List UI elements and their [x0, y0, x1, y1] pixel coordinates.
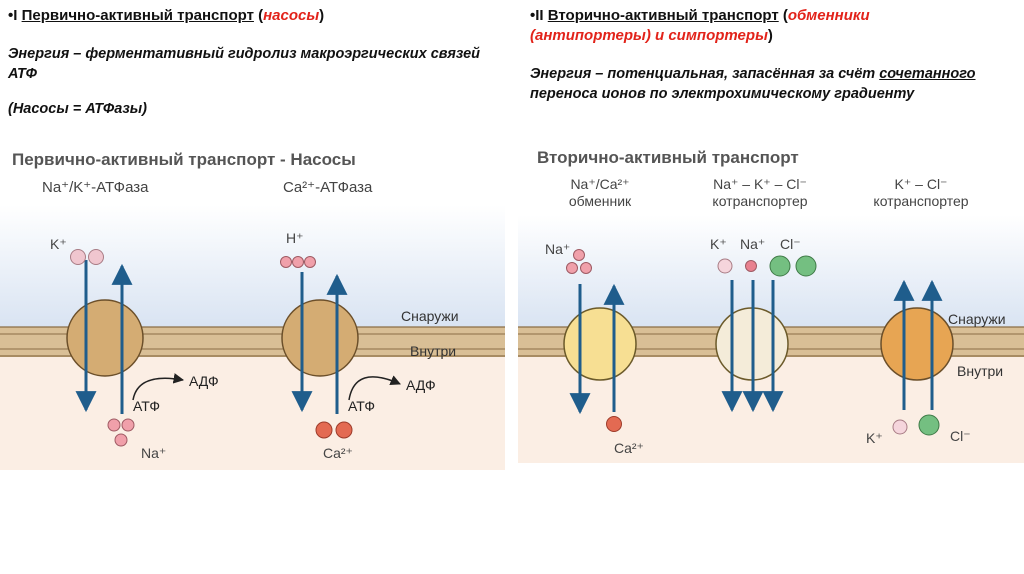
k-ion-dot	[70, 249, 86, 265]
left-bullet: •I	[8, 7, 22, 24]
atp-label-1: АТФ	[133, 398, 160, 414]
left-heading-text: Первично-активный транспорт	[21, 7, 254, 24]
k-ion-label-top: K⁺	[710, 236, 727, 252]
na-ion-label-top: Na⁺	[740, 236, 766, 252]
inside-label-left: Внутри	[410, 343, 457, 359]
cotransporter2-label-name: котранспортер	[873, 193, 969, 209]
k-ion-dot	[88, 249, 104, 265]
atp-adp-arrow-2	[348, 375, 401, 401]
h-ion-dot	[304, 256, 316, 268]
left-energy-text: Энергия – ферментативный гидролиз макроэ…	[8, 46, 481, 82]
right-energy-text: Энергия – потенциальная, запасённая за с…	[530, 64, 1000, 104]
inside-label-right: Внутри	[957, 363, 1004, 379]
k-ion-label-bottom: K⁺	[866, 430, 883, 446]
cotransporter2-label: K⁺ – Cl⁻ котранспортер	[856, 176, 986, 210]
k-ion-dot	[717, 258, 733, 274]
ca-ion-dot	[315, 421, 333, 439]
pump1-label: Na⁺/K⁺-АТФаза	[42, 179, 149, 196]
right-energy-end: переноса ионов по электрохимическому гра…	[530, 86, 915, 102]
na-ion-dot	[107, 418, 121, 432]
k-cl-cotransporter	[880, 307, 954, 381]
cl-ion-dot	[795, 255, 817, 277]
right-energy-underlined: сочетанного	[879, 66, 976, 82]
ca-atpase-pump	[281, 299, 359, 377]
right-bullet: •II	[530, 7, 548, 24]
cl-ion-dot	[918, 414, 940, 436]
k-ion-label: K⁺	[50, 236, 67, 252]
cl-ion-label-bottom: Cl⁻	[950, 428, 971, 444]
h-ion-dot	[280, 256, 292, 268]
exchanger-label: Na⁺/Ca²⁺ обменник	[545, 176, 655, 210]
ca-ion-label: Ca²⁺	[323, 445, 353, 461]
ca-ion-label-right: Ca²⁺	[614, 440, 644, 456]
na-ion-dot	[566, 262, 578, 274]
adp-label-2: АДФ	[406, 377, 436, 393]
outside-label-right: Снаружи	[948, 311, 1006, 327]
pump2-label: Ca²⁺-АТФаза	[283, 179, 373, 196]
na-k-atpase-pump	[66, 299, 144, 377]
exchanger-label-ions: Na⁺/Ca²⁺	[570, 176, 630, 192]
ca-ion-dot	[335, 421, 353, 439]
na-ca-exchanger	[563, 307, 637, 381]
cotransporter1-label: Na⁺ – K⁺ – Cl⁻ котранспортер	[690, 176, 830, 210]
left-figure-title: Первично-активный транспорт - Насосы	[12, 150, 356, 169]
right-heading-red: обменники (антипортеры) и симпортеры	[530, 7, 870, 44]
atp-adp-arrow-1	[132, 373, 185, 401]
na-ion-dot	[121, 418, 135, 432]
cl-ion-label-top: Cl⁻	[780, 236, 801, 252]
cotransporter1-label-name: котранспортер	[712, 193, 808, 209]
right-figure-title: Вторично-активный транспорт	[537, 148, 799, 167]
right-heading: •II Вторично-активный транспорт (обменни…	[530, 7, 870, 44]
na-ion-label: Na⁺	[141, 445, 167, 461]
left-pumps-note: (Насосы = АТФазы)	[8, 101, 147, 117]
na-ion-dot	[114, 433, 128, 447]
cotransporter1-label-ions: Na⁺ – K⁺ – Cl⁻	[713, 176, 807, 192]
cl-ion-dot	[769, 255, 791, 277]
na-ion-dot	[745, 260, 757, 272]
k-ion-dot	[892, 419, 908, 435]
left-heading-red: насосы	[263, 7, 320, 24]
outside-label-left: Снаружи	[401, 308, 459, 324]
cotransporter2-label-ions: K⁺ – Cl⁻	[894, 176, 948, 192]
na-ion-dot	[573, 249, 585, 261]
right-heading-text: Вторично-активный транспорт	[547, 7, 779, 24]
adp-label-1: АДФ	[189, 373, 219, 389]
ca-ion-dot	[606, 416, 622, 432]
na-ion-label-right: Na⁺	[545, 241, 571, 257]
h-ion-label: H⁺	[286, 230, 304, 246]
right-energy-start: Энергия – потенциальная, запасённая за с…	[530, 66, 880, 82]
h-ion-dot	[292, 256, 304, 268]
atp-label-2: АТФ	[348, 398, 375, 414]
na-ion-dot	[580, 262, 592, 274]
left-heading: •I Первично-активный транспорт (насосы)	[8, 7, 325, 24]
exchanger-label-name: обменник	[568, 193, 632, 209]
